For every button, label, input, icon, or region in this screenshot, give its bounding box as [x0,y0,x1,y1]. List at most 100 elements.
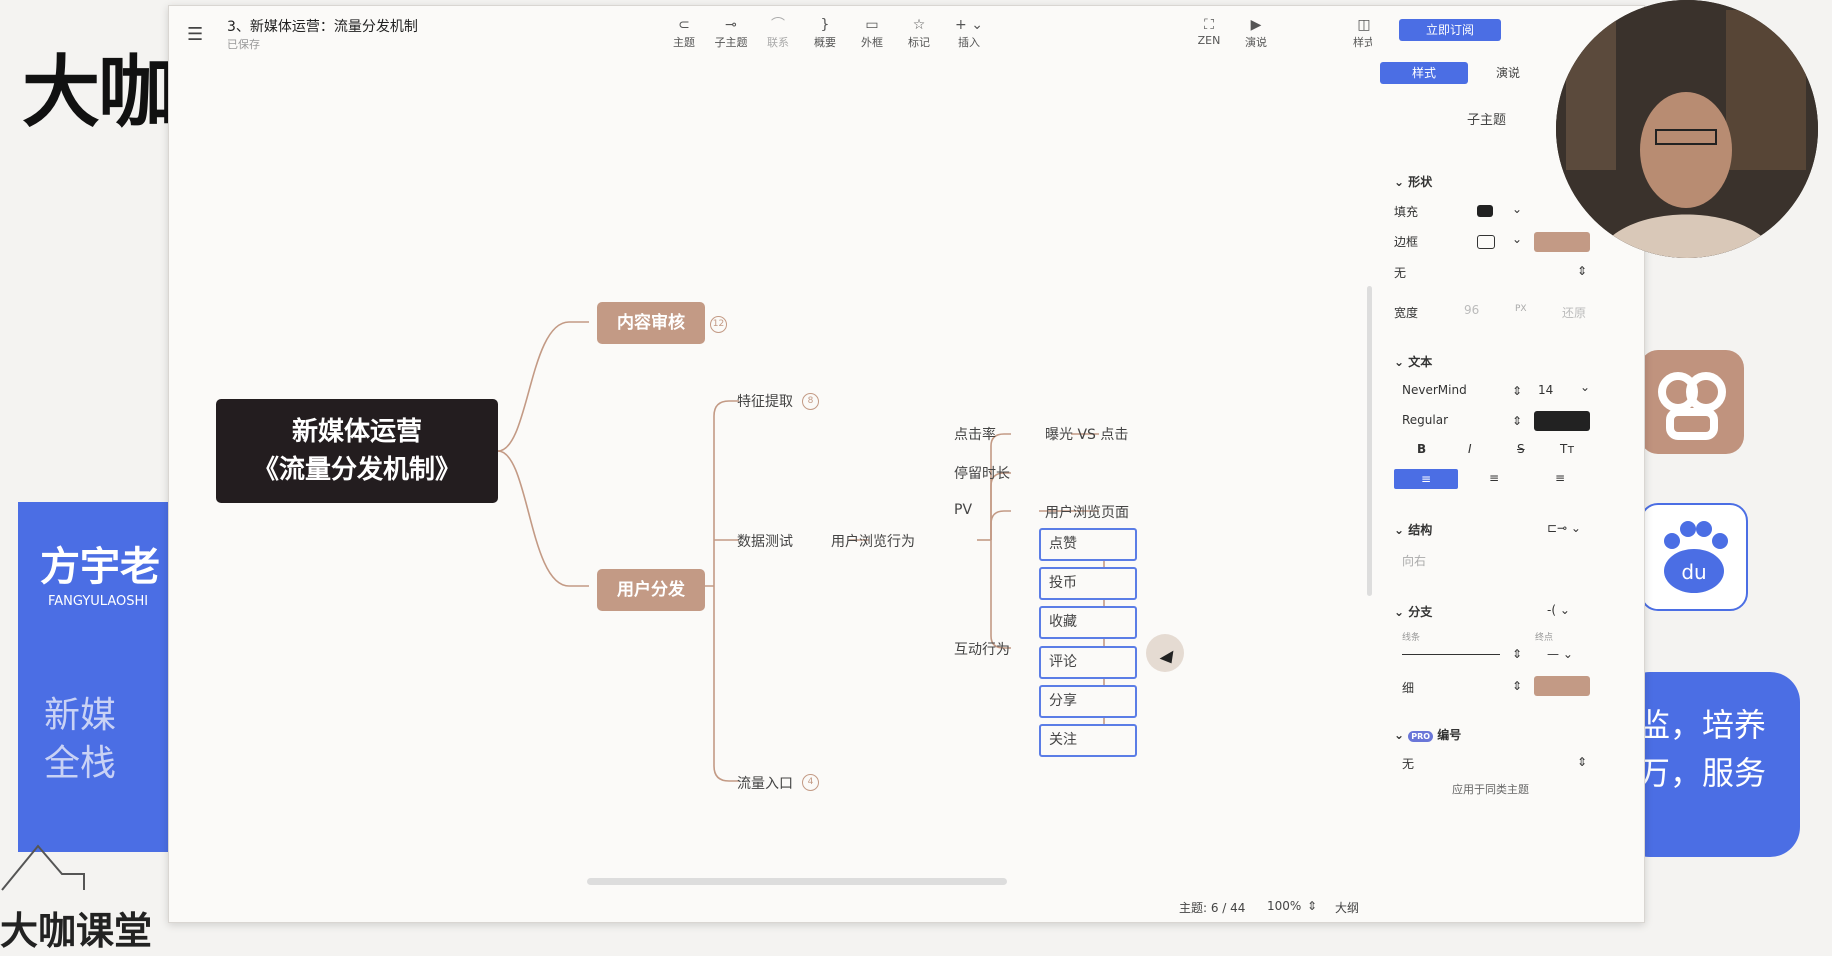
collapsed-count-badge[interactable]: 12 [710,316,727,333]
relation-icon: ⌒ [771,17,785,33]
root-topic[interactable]: 新媒体运营 《流量分发机制》 [216,399,498,503]
topic-user-distribution[interactable]: 用户分发 [597,569,705,611]
topic-user-browse-behavior[interactable]: 用户浏览行为 [831,534,915,550]
collapsed-count-badge[interactable]: 4 [802,774,819,791]
topic-coin[interactable]: 投币 [1039,567,1137,600]
structure-select[interactable]: 向右 [1402,554,1427,568]
topic-interaction[interactable]: 互动行为 [954,642,1010,658]
topic-content-review[interactable]: 内容审核 [597,302,705,344]
numbering-select[interactable]: 无 [1402,757,1415,771]
topic-ctr[interactable]: 点击率 [954,427,996,443]
updown-icon[interactable]: ⇕ [1512,679,1523,693]
menu-icon[interactable]: ☰ [187,24,204,45]
chevron-down-icon: ⌄ [1394,605,1409,619]
chevron-down-icon: ⌄ [1394,355,1409,369]
border-style-select[interactable]: 无 [1394,266,1407,280]
fill-swatch[interactable] [1477,205,1493,217]
section-branch[interactable]: ⌄ 分支 [1394,603,1432,620]
branch-color-swatch[interactable] [1534,676,1590,696]
subtopic-button[interactable]: ⊸子主题 [706,16,756,50]
apply-to-same-hint[interactable]: 应用于同类主题 [1452,783,1529,796]
brand-house-icon [0,840,90,892]
updown-icon[interactable]: ⇕ [1512,384,1523,398]
zoom-stepper-icon[interactable]: ⇕ [1307,899,1318,913]
updown-icon[interactable]: ⇕ [1577,264,1588,278]
topic-follow[interactable]: 关注 [1039,724,1137,757]
topic-feature-extraction[interactable]: 特征提取 [737,394,793,410]
branch-style-icon[interactable]: -( ⌄ [1547,603,1570,617]
section-text[interactable]: ⌄ 文本 [1394,353,1432,370]
relation-button[interactable]: ⌒联系 [753,16,803,50]
vertical-scrollbar[interactable] [1367,286,1372,596]
chevron-down-icon[interactable]: ⌄ [1512,202,1523,216]
subtopic-icon: ⊸ [725,17,737,33]
width-unit: PX [1515,304,1527,314]
ghost-text: 新媒全栈 [44,695,117,784]
text-case-button[interactable]: Tт [1560,442,1575,456]
font-size-select[interactable]: 14 [1538,383,1554,397]
zen-label: ZEN [1197,34,1221,47]
background-brand-text: 大咖 [22,48,176,138]
updown-icon[interactable]: ⇕ [1512,647,1523,661]
tab-style[interactable]: 样式 [1380,62,1468,84]
zen-button[interactable]: ⛶ZEN [1184,16,1234,47]
tab-pitch[interactable]: 演说 [1495,66,1520,80]
chevron-down-icon[interactable]: ⌄ [1512,232,1523,246]
pitch-button[interactable]: ▶演说 [1231,16,1281,50]
chevron-down-icon: ⌄ [1394,523,1409,537]
insert-label: 插入 [958,36,980,49]
structure-icon[interactable]: ⊏⊸ ⌄ [1547,521,1581,535]
topic-button[interactable]: ⊂ 主题 [659,16,709,50]
chevron-down-icon: ⌄ [1394,728,1409,742]
collapsed-count-badge[interactable]: 8 [802,393,819,410]
updown-icon[interactable]: ⇕ [1577,755,1588,769]
style-button[interactable]: ◫样式 [1339,16,1389,50]
topic-comment[interactable]: 评论 [1039,646,1137,679]
promo-card: 监，培养 万，服务 [1620,672,1800,857]
section-structure-label: 结构 [1408,523,1433,537]
line-thickness-select[interactable]: 细 [1402,681,1415,695]
line-style-select[interactable] [1402,654,1500,655]
border-shape-icon[interactable] [1477,235,1495,249]
topic-like[interactable]: 点赞 [1039,528,1137,561]
section-numbering[interactable]: ⌄ PRO 编号 [1394,726,1461,743]
align-right-icon[interactable]: ≡ [1555,471,1566,485]
section-structure[interactable]: ⌄ 结构 [1394,521,1432,538]
align-left-icon[interactable]: ≡ [1394,469,1458,489]
boundary-button[interactable]: ▭外框 [847,16,897,50]
topic-icon: ⊂ [678,17,690,33]
italic-button[interactable]: I [1468,442,1472,456]
width-input[interactable]: 96 [1464,303,1480,317]
section-text-label: 文本 [1408,355,1433,369]
width-reset-button[interactable]: 还原 [1562,306,1587,320]
strike-button[interactable]: S [1517,442,1525,456]
topic-label: 主题 [673,36,695,49]
topic-data-test[interactable]: 数据测试 [737,534,793,550]
subscribe-button[interactable]: 立即订阅 [1399,19,1501,41]
topic-pv[interactable]: PV [954,502,973,518]
font-weight-select[interactable]: Regular [1402,413,1449,427]
topic-share[interactable]: 分享 [1039,685,1137,718]
topic-exposure-vs-click[interactable]: 曝光 VS 点击 [1045,427,1129,443]
pitch-label: 演说 [1245,36,1267,49]
bold-button[interactable]: B [1417,442,1427,456]
topic-dwell-time[interactable]: 停留时长 [954,466,1010,482]
chevron-down-icon[interactable]: ⌄ [1580,380,1591,394]
line-end-select[interactable]: — ⌄ [1547,647,1573,661]
text-color-swatch[interactable] [1534,411,1590,431]
topic-favorite[interactable]: 收藏 [1039,606,1137,639]
insert-button[interactable]: + ⌄插入 [944,16,994,50]
updown-icon[interactable]: ⇕ [1512,414,1523,428]
summary-button[interactable]: }概要 [800,16,850,50]
topic-user-browse-page[interactable]: 用户浏览页面 [1045,505,1129,521]
root-topic-line2: 《流量分发机制》 [252,455,461,485]
topic-traffic-entry[interactable]: 流量入口 [737,776,793,792]
font-family-select[interactable]: NeverMind [1402,383,1467,397]
align-center-icon[interactable]: ≡ [1489,471,1500,485]
border-color-swatch[interactable] [1534,232,1590,252]
zoom-level[interactable]: 100% [1267,899,1302,913]
marker-button[interactable]: ☆标记 [894,16,944,50]
outline-button[interactable]: 大纲 [1335,901,1360,915]
horizontal-scrollbar[interactable] [587,878,1007,885]
section-shape[interactable]: ⌄ 形状 [1394,173,1432,190]
